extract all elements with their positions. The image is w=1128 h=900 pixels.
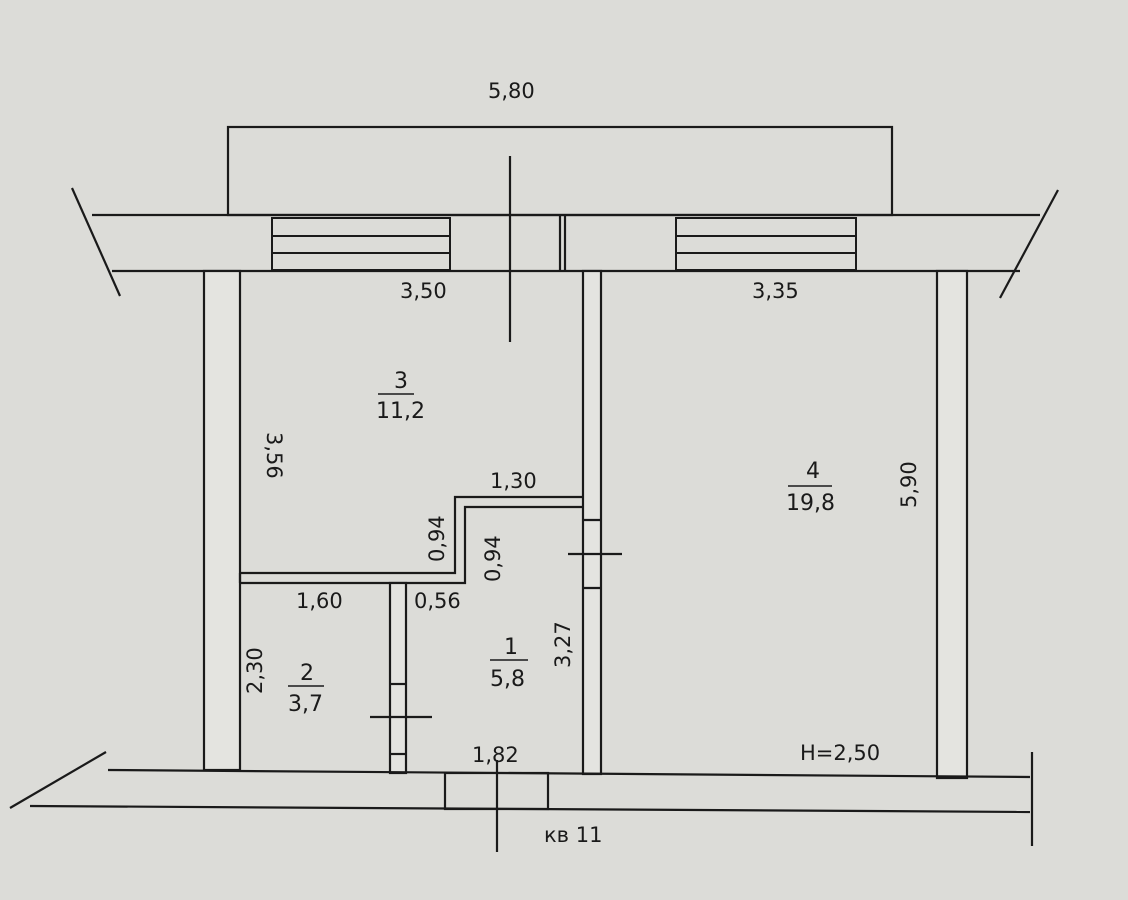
dim-corridor-depth-right: 0,94 <box>481 535 505 582</box>
break-line-top-right <box>999 189 1059 299</box>
window-room3 <box>271 217 451 271</box>
apartment-label: кв 11 <box>544 823 602 847</box>
room-1-label: 1 5,8 <box>490 635 528 692</box>
dim-room1-width: 1,82 <box>472 743 519 767</box>
svg-text:5,8: 5,8 <box>490 667 525 692</box>
partition-room3-room4 <box>581 269 603 776</box>
balcony-door <box>508 156 567 342</box>
break-line-top-left <box>70 187 122 297</box>
dim-room2-width: 1,60 <box>296 589 343 613</box>
break-line-bottom-left <box>9 751 107 809</box>
window-room4 <box>675 217 857 271</box>
room-4-label: 4 19,8 <box>786 459 835 516</box>
room-2-label: 2 3,7 <box>288 661 324 717</box>
dim-room3-width: 3,50 <box>400 279 447 303</box>
svg-text:11,2: 11,2 <box>376 399 425 424</box>
dim-room2-height: 2,30 <box>243 647 267 694</box>
room-3-label: 3 11,2 <box>376 369 425 424</box>
svg-text:19,8: 19,8 <box>786 491 835 516</box>
balcony <box>226 125 894 217</box>
dim-overall-width: 5,80 <box>488 79 535 103</box>
svg-text:3: 3 <box>394 369 408 394</box>
svg-text:4: 4 <box>806 459 820 484</box>
svg-text:1: 1 <box>504 635 518 660</box>
svg-text:2: 2 <box>300 661 314 686</box>
dim-room4-width: 3,35 <box>752 279 799 303</box>
dim-room4-height: 5,90 <box>897 461 921 508</box>
entrance-door <box>443 760 550 852</box>
svg-text:3,7: 3,7 <box>288 692 323 717</box>
dim-room3-height: 3,56 <box>262 432 286 479</box>
bottom-wall-inner <box>107 768 1031 779</box>
dim-corridor-width: 1,30 <box>490 469 537 493</box>
partition-room3-lower <box>240 495 583 575</box>
dim-room1-height: 3,27 <box>551 621 575 668</box>
dim-door-width: 0,56 <box>414 589 461 613</box>
partition-room2-room1 <box>388 581 408 775</box>
right-wall <box>935 269 969 780</box>
ceiling-height: H=2,50 <box>800 741 880 765</box>
left-wall <box>202 269 242 772</box>
dim-corridor-depth-left: 0,94 <box>425 515 449 562</box>
